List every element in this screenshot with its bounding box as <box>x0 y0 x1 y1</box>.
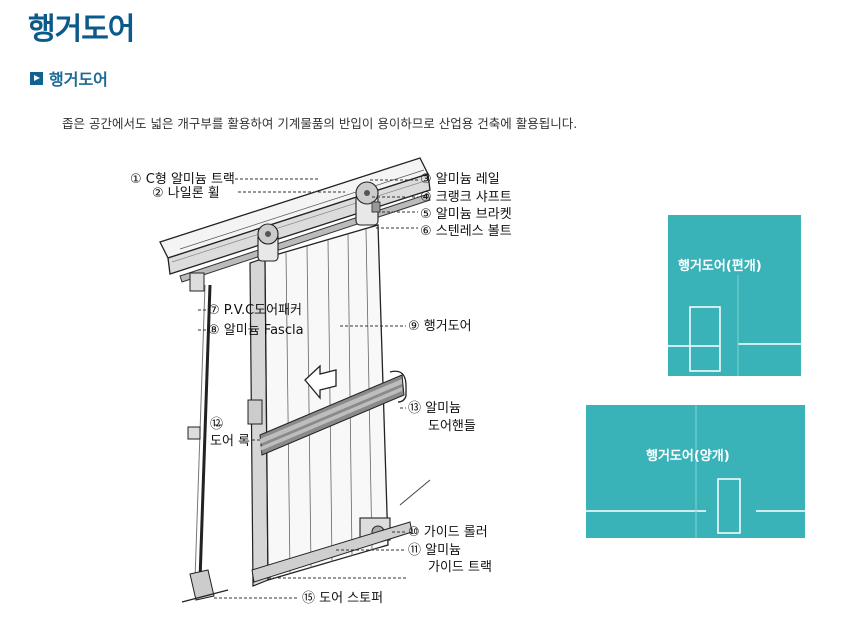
page-title: 행거도어 <box>28 12 135 47</box>
hanger-door-double-panel: 행거도어(양개) <box>586 405 805 538</box>
label-hanger-door: ⑨ 행거도어 <box>408 318 472 334</box>
hanger-door-single-panel: 행거도어(편개) <box>668 215 801 376</box>
label-pvc-door-packer: ⑦ P.V.C도어패커 <box>208 303 302 318</box>
label-aluminum-fascia: ⑧ 알미늄 Fascla <box>208 323 304 338</box>
label-aluminum-handle-line2: 도어핸들 <box>428 418 476 434</box>
label-aluminum-guide-track-line2: 가이드 트랙 <box>428 560 492 575</box>
section-description: 좁은 공간에서도 넓은 개구부를 활용하여 기계물품의 반입이 용이하므로 산업… <box>62 116 578 131</box>
double-door-sketch <box>586 405 805 538</box>
label-door-lock-number: ⑫ <box>210 417 223 432</box>
label-door-lock: 도어 록 <box>210 434 250 449</box>
label-stainless-bolt: ⑥ 스텐레스 볼트 <box>420 224 512 239</box>
label-c-track: ① C형 알미늄 트랙 <box>130 172 235 187</box>
label-guide-roller: ⑩ 가이드 롤러 <box>408 525 488 540</box>
label-aluminum-bracket: ⑤ 알미늄 브라켓 <box>420 207 512 222</box>
label-aluminum-guide-track-line1: ⑪ 알미늄 <box>408 543 461 558</box>
single-door-sketch <box>668 275 801 376</box>
section-title: 행거도어 <box>49 70 108 89</box>
play-square-icon <box>30 71 43 85</box>
label-aluminum-rail: ③ 알미늄 레일 <box>420 172 500 187</box>
label-crank-shaft: ④ 크랭크 샤프트 <box>420 190 512 205</box>
single-door-label: 행거도어(편개) <box>678 259 762 274</box>
double-door-label: 행거도어(양개) <box>646 449 730 464</box>
hanger-door-illustration: ① C형 알미늄 트랙 ② 나일론 휠 ③ 알미늄 레일 ④ 크랭크 샤프트 ⑤… <box>130 157 512 606</box>
section-header: 행거도어 <box>30 66 108 90</box>
hanger-door-diagram: ① C형 알미늄 트랙 ② 나일론 휠 ③ 알미늄 레일 ④ 크랭크 샤프트 ⑤… <box>110 150 550 620</box>
label-door-stopper: ⑮ 도어 스토퍼 <box>302 591 383 606</box>
label-aluminum-handle-line1: ⑬ 알미늄 <box>408 401 461 416</box>
label-nylon-wheel: ② 나일론 휠 <box>152 186 220 201</box>
